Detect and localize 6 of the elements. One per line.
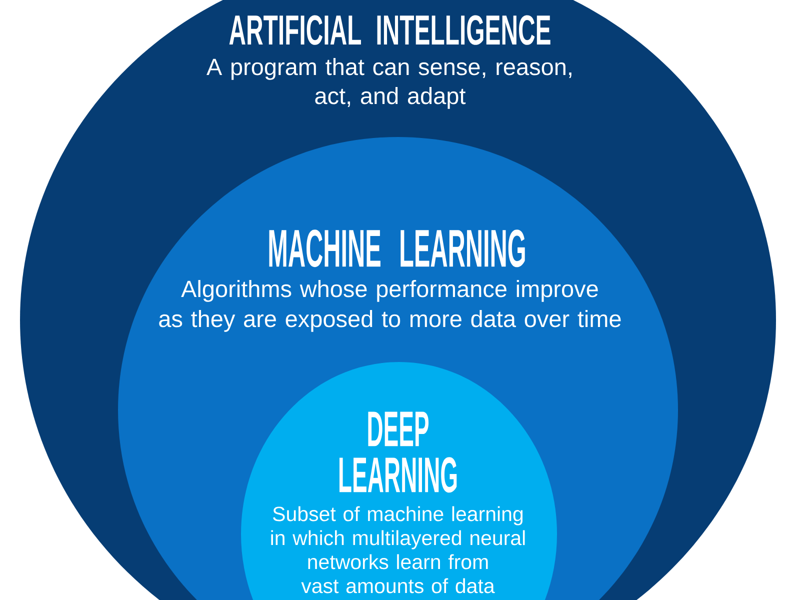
description: A program that can sense, reason, act, and adapt [206,58,572,109]
heading: ARTIFICIAL INTELLIGENCE [229,15,550,45]
description: Algorithms whose performance improve as they are exposed to more data over time [159,280,621,332]
heading: DEEP LEARNING [339,412,457,493]
description: Subset of machine learning in which multilayered neural networks learn from vast amounts of data [271,506,525,594]
heading: MACHINE LEARNING [269,230,525,268]
